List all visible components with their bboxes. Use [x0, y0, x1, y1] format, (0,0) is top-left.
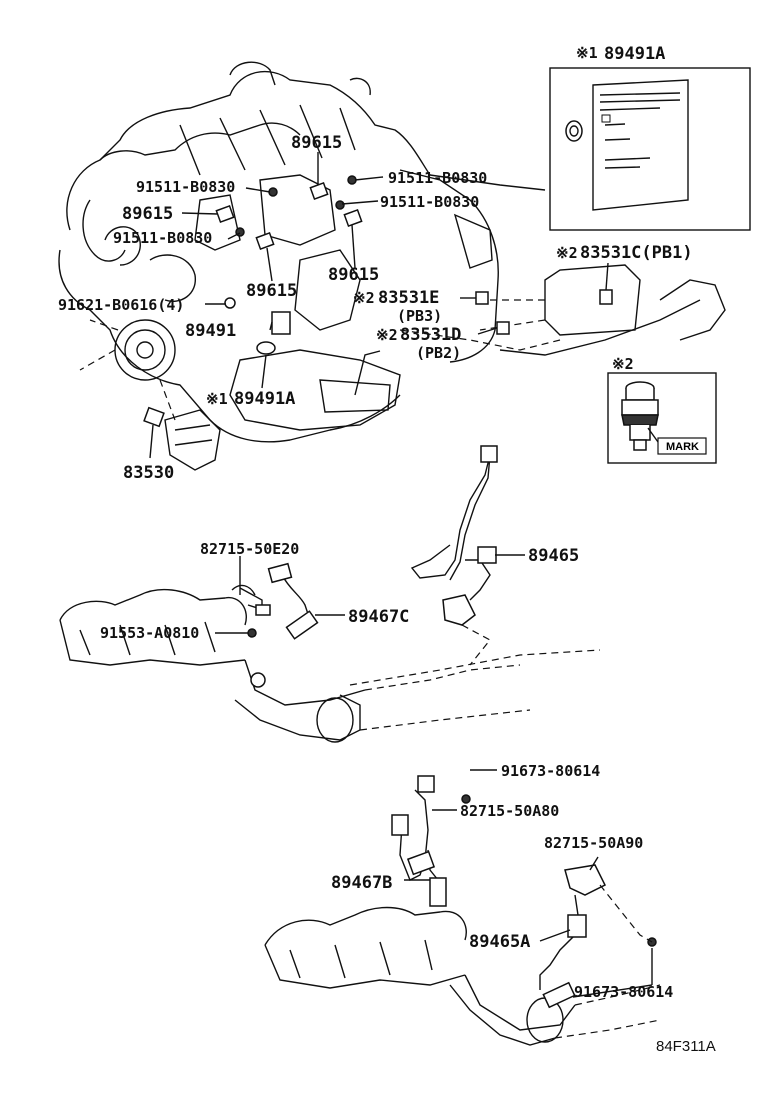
mark-detail-box	[607, 372, 717, 464]
label-91511-d: 91511-B0830	[113, 229, 212, 247]
label-89615-d: 89615	[246, 281, 297, 301]
exhaust-mid-drawing	[59, 445, 601, 743]
note-mark-2-pb1: ※2	[556, 244, 578, 262]
label-82715-50A80: 82715-50A80	[460, 802, 559, 820]
label-91511-a: 91511-B0830	[136, 178, 235, 196]
note-mark-2-pb2: ※2	[376, 326, 398, 344]
label-83530: 83530	[123, 463, 174, 483]
diagram-code: 84F311A	[656, 1038, 716, 1055]
label-pb3: (PB3)	[397, 307, 442, 325]
label-91511-b: 91511-B0830	[388, 169, 487, 187]
label-83531C: 83531C(PB1)	[580, 243, 693, 263]
note-mark-2-pb3: ※2	[353, 289, 375, 307]
engine-sensors	[143, 175, 613, 428]
exhaust-bottom-leaders	[404, 769, 653, 998]
label-91673-b: 91673-80614	[574, 983, 673, 1001]
engine-leaders	[149, 152, 609, 459]
note-mark-1-bottom: ※1	[206, 390, 228, 408]
mark-text: MARK	[666, 441, 699, 453]
label-89615-c: 89615	[328, 265, 379, 285]
label-91553: 91553-A0810	[100, 624, 199, 642]
part-labels: ※1 89491A 89615 91511-B0830 91511-B0830 …	[58, 44, 716, 1055]
label-82715-50A90: 82715-50A90	[544, 834, 643, 852]
label-91511-c: 91511-B0830	[380, 193, 479, 211]
label-89467C: 89467C	[348, 607, 409, 627]
label-91621: 91621-B0616(4)	[58, 296, 184, 314]
exhaust-mid-leaders	[215, 554, 525, 638]
label-89465A: 89465A	[469, 932, 530, 952]
label-89467B: 89467B	[331, 873, 392, 893]
exhaust-bottom-drawing	[264, 775, 661, 1046]
note-mark-2-box: ※2	[612, 355, 634, 373]
label-83531D: 83531D	[400, 325, 461, 345]
label-89491: 89491	[185, 321, 236, 341]
label-pb2: (PB2)	[416, 344, 461, 362]
note-mark-1-top: ※1	[576, 44, 598, 62]
label-89465: 89465	[528, 546, 579, 566]
engine-drawing	[58, 61, 726, 471]
label-89615-a: 89615	[291, 133, 342, 153]
label-89491A-bottom: 89491A	[234, 389, 295, 409]
label-89491A-top: 89491A	[604, 44, 665, 64]
label-83531E: 83531E	[378, 288, 439, 308]
label-82715-50E20: 82715-50E20	[200, 540, 299, 558]
label-89615-b: 89615	[122, 204, 173, 224]
label-91673-a: 91673-80614	[501, 762, 600, 780]
label-card-box	[549, 67, 751, 231]
